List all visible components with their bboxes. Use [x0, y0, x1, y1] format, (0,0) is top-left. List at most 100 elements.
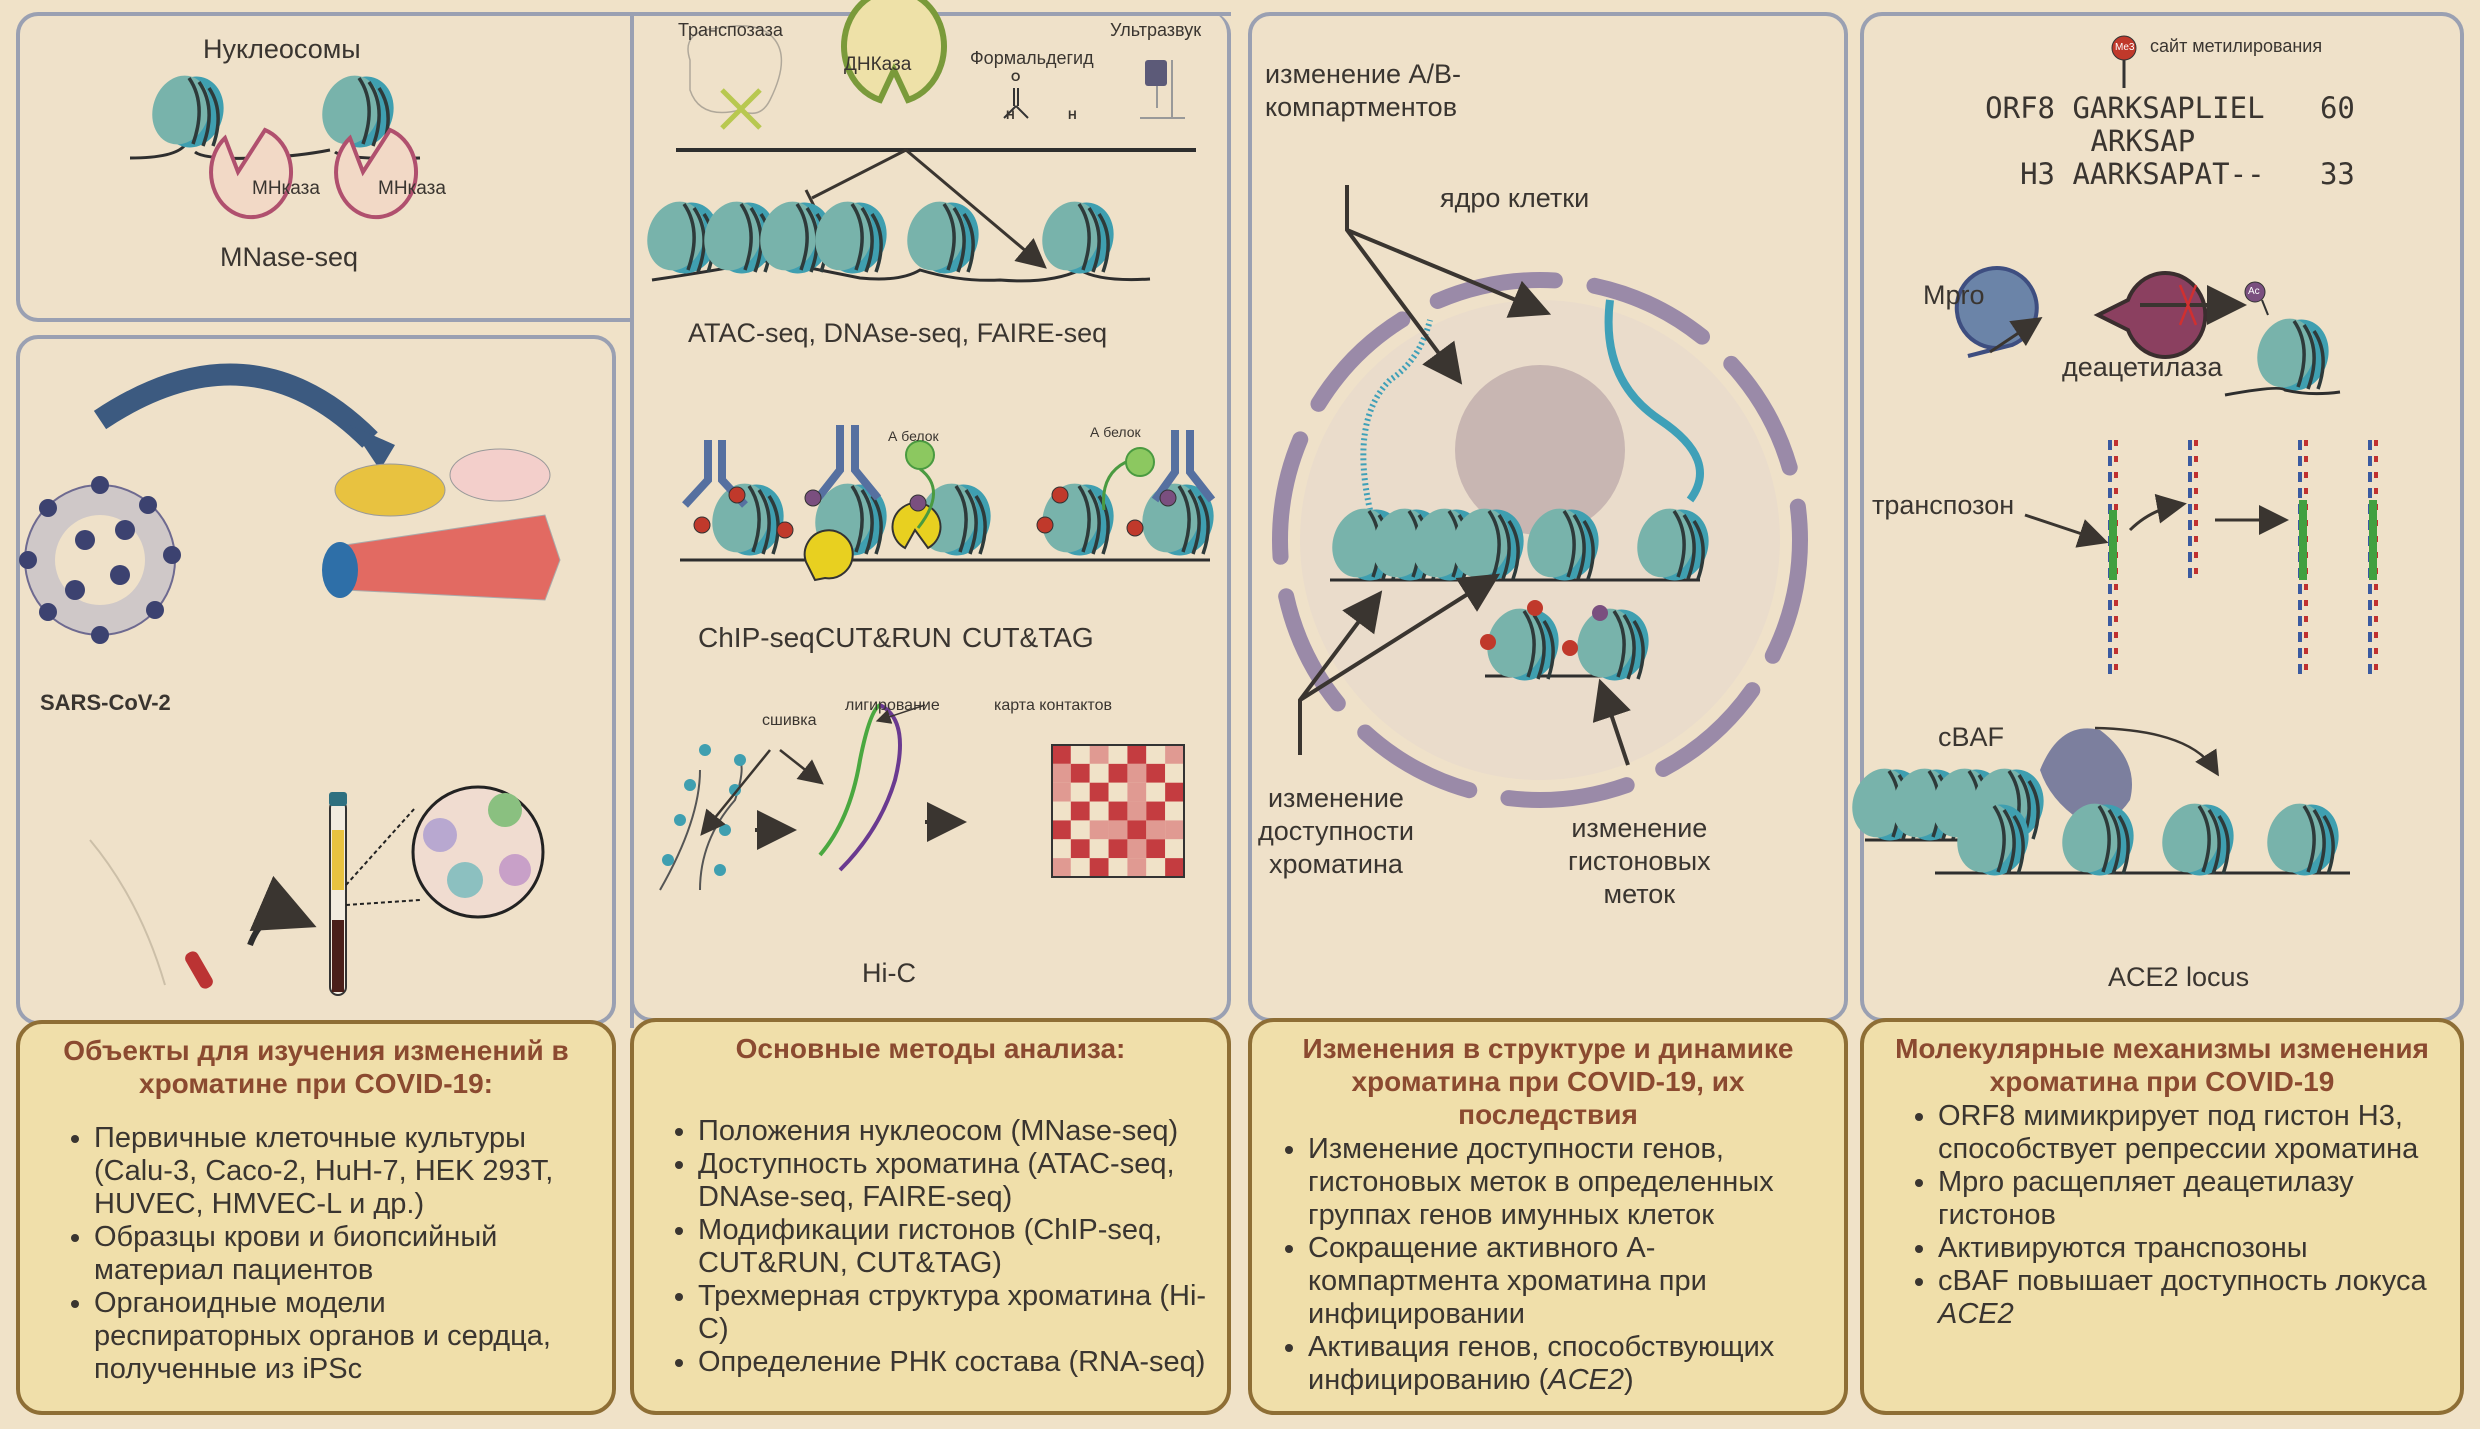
nucleosome-icon	[2246, 309, 2340, 401]
nucleosomes-title: Нуклеосомы	[203, 34, 361, 64]
dna-helix-icons	[2108, 440, 2378, 680]
contact-map-cell	[1146, 763, 1166, 783]
contact-map-cell	[1070, 763, 1090, 783]
mnase-illustration	[129, 66, 421, 220]
contact-map-cell	[1146, 820, 1166, 840]
list-item: Изменение доступности генов, гистоновых …	[1308, 1133, 1826, 1232]
contact-map-cell	[1108, 763, 1128, 783]
culture-flask-icon	[344, 514, 561, 601]
list-item: Первичные клеточные культуры (Calu-3, Ca…	[94, 1122, 594, 1221]
contact-map-icon	[1051, 744, 1185, 878]
box-mechanisms: Молекулярные механизмы изменения хромати…	[1860, 1018, 2464, 1415]
contact-map-cell	[1127, 801, 1147, 821]
protein-a-icon	[905, 440, 935, 470]
method-cut-tag: CUT&TAG	[962, 622, 1094, 653]
blocked-x-icon	[2178, 284, 2198, 326]
box-objects: Объекты для изучения изменений в хромати…	[16, 1020, 616, 1415]
contact-map-cell	[1089, 801, 1109, 821]
contact-map-cell	[1070, 820, 1090, 840]
contact-map-cell	[1070, 801, 1090, 821]
contact-map-cell	[1089, 745, 1109, 764]
antibody-icon	[814, 425, 882, 501]
me3-label: Me3	[2115, 42, 2135, 53]
protein-a-label: А белок	[1090, 424, 1141, 440]
protein-a-label: А белок	[888, 428, 939, 444]
contact-map-cell	[1127, 858, 1147, 877]
box-objects-list: Первичные клеточные культуры (Calu-3, Ca…	[38, 1122, 594, 1386]
mnase-enzyme-icon	[209, 127, 294, 220]
contact-map-cell	[1070, 839, 1090, 859]
nuclear-envelope-icon	[1272, 272, 1808, 808]
accessibility-illustration	[636, 0, 1196, 284]
contact-map-cell	[1146, 858, 1166, 877]
list-item: Доступность хроматина (ATAC-seq, DNAse-s…	[698, 1148, 1209, 1214]
contact-map-cell	[1127, 839, 1147, 859]
box-changes-title: Изменения в структуре и динамике хромати…	[1302, 1033, 1794, 1130]
list-item: Образцы крови и биопсийный материал паци…	[94, 1221, 594, 1287]
accessibility-methods-label: ATAC-seq, DNAse-seq, FAIRE-seq	[688, 318, 1108, 348]
contact-map-cell	[1052, 745, 1071, 764]
contact-map-cell	[1089, 763, 1109, 783]
contact-map-cell	[1165, 858, 1184, 877]
methylation-site-label: сайт метилирования	[2150, 36, 2323, 56]
nucleosome-icon	[2256, 794, 2350, 886]
nucleosome-icon	[1031, 192, 1125, 284]
list-item: Активируются транспозоны	[1938, 1232, 2442, 1265]
contact-map-cell	[1052, 820, 1071, 840]
box-methods-title: Основные методы анализа:	[735, 1033, 1126, 1064]
alignment-row-orf8: ORF8 GARKSAPLIEL 60	[1985, 91, 2355, 125]
contact-map-cell	[1052, 763, 1071, 783]
list-item: ORF8 мимикрирует под гистон Н3, способст…	[1938, 1100, 2442, 1166]
ligation-label: лигирование	[845, 697, 940, 714]
ace2-locus-label: ACE2 locus	[2108, 962, 2250, 992]
deacetylase-icon	[2093, 271, 2208, 359]
dnase-icon	[841, 0, 947, 104]
mnase-enzyme-icon	[334, 127, 419, 220]
histone-methods-illustration	[680, 425, 1225, 582]
gene-ace2: ACE2	[1938, 1298, 2014, 1330]
sequence-alignment: ORF8 GARKSAPLIEL 60 ARKSAP H3 AARKSAPAT-…	[1963, 92, 2355, 191]
contact-map-cell	[1127, 745, 1147, 764]
list-item: Положения нуклеосом (MNase-seq)	[698, 1115, 1209, 1148]
box-changes-list: Изменение доступности генов, гистоновых …	[1270, 1133, 1826, 1397]
crosslink-label: сшивка	[762, 712, 817, 729]
method-cut-run: CUT&RUN	[815, 622, 952, 653]
contact-map-cell	[1165, 801, 1184, 821]
transposase-label: Транспозаза	[678, 20, 783, 40]
contact-map-cell	[1127, 763, 1147, 783]
contact-map-cell	[1108, 801, 1128, 821]
method-chip-seq: ChIP-seq	[698, 622, 815, 653]
protein-a-icon	[1125, 447, 1155, 477]
objects-illustration	[19, 363, 561, 996]
contact-map-cell	[1108, 745, 1128, 764]
cbaf-complex-icon	[2040, 728, 2132, 823]
contact-map-cell	[1165, 782, 1184, 802]
nucleus-illustration	[1272, 185, 1808, 808]
contact-map-cell	[1089, 839, 1109, 859]
contact-map-cell	[1089, 820, 1109, 840]
blood-cells-magnified-icon	[411, 785, 545, 919]
contact-map-cell	[1052, 782, 1071, 802]
contact-map-cell	[1070, 745, 1090, 764]
accessibility-change-label: изменение доступности хроматина	[1258, 783, 1414, 879]
formaldehyde-h2: H	[1068, 108, 1077, 122]
formaldehyde-label: Формальдегид	[970, 48, 1094, 68]
chromatin-a-compartment	[1604, 299, 1704, 503]
contact-map-border	[1051, 744, 1185, 878]
contact-map-cell	[1127, 782, 1147, 802]
antibody-icon	[1151, 430, 1216, 503]
list-item: Органоидные модели респираторных органов…	[94, 1287, 594, 1386]
virus-label: SARS-CoV-2	[40, 690, 171, 715]
box-mechanisms-list: ORF8 мимикрирует под гистон Н3, способст…	[1882, 1100, 2442, 1331]
contact-map-cell	[1146, 839, 1166, 859]
contact-map-cell	[1052, 801, 1071, 821]
nucleosome-icon	[804, 192, 898, 284]
nucleosome-icon	[701, 474, 795, 566]
contact-map-cell	[1052, 858, 1071, 877]
ultrasound-label: Ультразвук	[1110, 20, 1202, 40]
list-item: Модификации гистонов (ChIP-seq, CUT&RUN,…	[698, 1214, 1209, 1280]
list-item: Сокращение активного А-компартмента хром…	[1308, 1232, 1826, 1331]
contact-map-cell	[1108, 782, 1128, 802]
mpro-label: Mpro	[1923, 280, 1985, 310]
hic-label: Hi-C	[862, 958, 916, 988]
